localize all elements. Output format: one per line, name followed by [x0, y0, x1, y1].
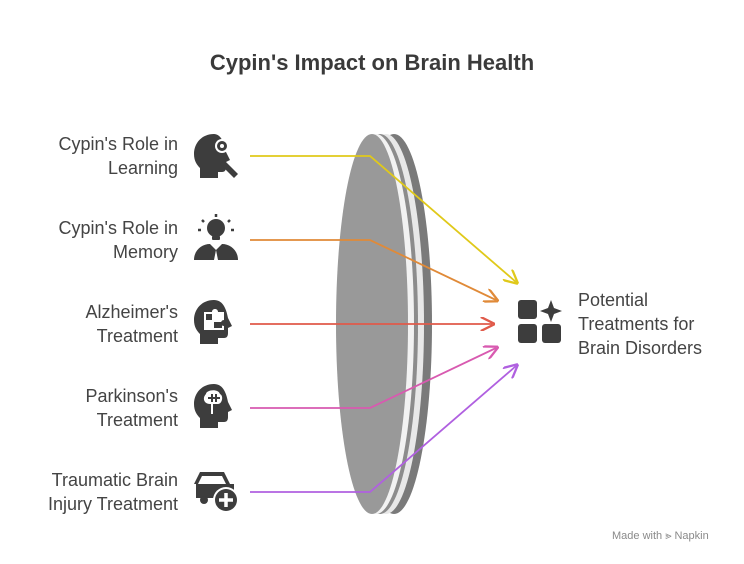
page-title: Cypin's Impact on Brain Health — [209, 50, 535, 75]
input-label-learning: Cypin's Role in Learning — [0, 132, 179, 180]
car-medical-icon — [194, 472, 239, 513]
label-line: Parkinson's — [85, 386, 178, 406]
head-puzzle-icon — [194, 300, 232, 344]
lightbulb-person-icon — [194, 214, 238, 260]
head-brain-icon — [194, 384, 232, 428]
label-line: Memory — [112, 242, 178, 262]
label-line: Alzheimer's — [85, 302, 178, 322]
input-label-parkinsons: Parkinson's Treatment — [0, 384, 178, 432]
label-line: Injury Treatment — [47, 494, 178, 514]
connector-arrow — [250, 348, 496, 409]
input-label-tbi: Traumatic Brain Injury Treatment — [0, 468, 178, 516]
label-line: Learning — [107, 158, 178, 178]
watermark: Made with ⪢ Napkin — [612, 530, 709, 542]
label-line: Treatments for — [578, 314, 695, 334]
label-line: Traumatic Brain — [51, 470, 178, 490]
label-line: Treatment — [96, 410, 178, 430]
connector-arrow — [250, 366, 516, 493]
output-label: Potential Treatments for Brain Disorders — [578, 288, 738, 360]
arrows — [250, 155, 516, 493]
label-line: Cypin's Role in — [58, 134, 179, 154]
grid-sparkle-icon — [518, 300, 562, 343]
input-label-memory: Cypin's Role in Memory — [0, 216, 179, 264]
head-gear-wrench-icon — [194, 134, 238, 178]
label-line: Cypin's Role in — [58, 218, 179, 238]
input-label-alzheimers: Alzheimer's Treatment — [0, 300, 178, 348]
label-line: Treatment — [96, 326, 178, 346]
connector-arrow — [250, 239, 496, 300]
connector-arrow — [250, 155, 516, 282]
label-line: Brain Disorders — [578, 338, 703, 358]
label-line: Potential — [578, 290, 649, 310]
